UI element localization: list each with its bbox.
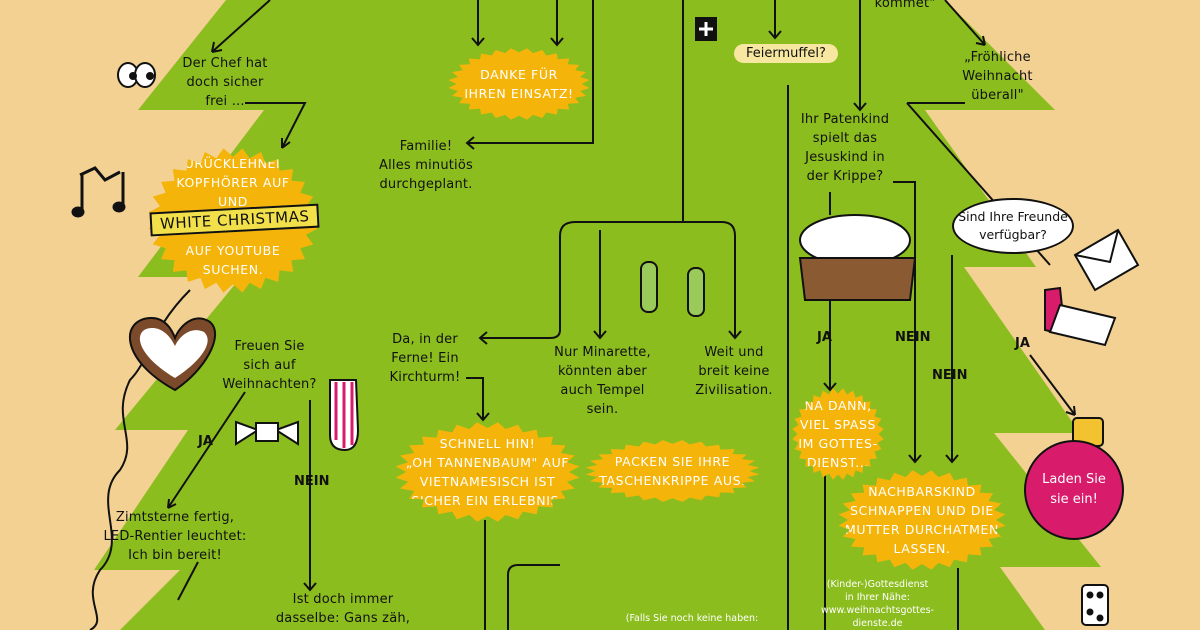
kirchturm-text: Da, in der Ferne! Ein Kirchturm! (389, 332, 461, 385)
dice-icon (1081, 584, 1109, 626)
chef-question: Der Chef hat doch sicher frei ... (182, 56, 268, 109)
packen-burst: Packen Sie Ihre Taschenkrippe aus. (585, 440, 760, 502)
danke-burst: Danke für Ihren Einsatz! (448, 48, 590, 120)
zurueck-top-text: Zurücklehnen, Kopfhörer auf und (175, 156, 291, 209)
eyes-icon (117, 62, 156, 88)
laptop-icon (1044, 286, 1117, 347)
familie-text: Familie! Alles minutiös durchgeplant. (378, 139, 473, 192)
dasselbe-text: Ist doch immer dasselbe: Gans zäh, (275, 592, 411, 626)
na-dann-burst: Na dann, viel Spass im Gottes- dienst... (792, 388, 884, 480)
nein-label-2: NEIN (895, 330, 931, 345)
freunde-speech-bubble: Sind Ihre Freunde verfügbar? (952, 198, 1074, 254)
feiermuffel-label: Feiermuffel? (734, 44, 838, 63)
minarette-text: Nur Minarette, könnten aber auch Tempel … (554, 345, 651, 417)
cactus-icon (640, 261, 705, 317)
schnell-burst: Schnell hin! „Oh Tannenbaum" auf Vietnam… (395, 422, 580, 522)
nein-label-1: NEIN (294, 474, 330, 489)
plus-icon (695, 17, 717, 41)
nachbarskind-burst: Nachbarskind schnappen und die Mutter du… (838, 470, 1006, 570)
freuen-question: Freuen Sie sich auf Weihnachten? (222, 339, 317, 392)
music-note-icon (71, 166, 126, 218)
ja-label-2: JA (817, 330, 832, 345)
flow-lines (89, 0, 1076, 630)
kommet-text: kommet" (874, 0, 936, 11)
crib-icon (798, 214, 917, 301)
envelope-icon (1073, 228, 1140, 292)
gottesdienst-info: (Kinder-)Gottesdienst in Ihrer Nähe: www… (820, 579, 934, 629)
bow-icon (235, 420, 299, 446)
falls-text: (Falls Sie noch keine haben: (625, 613, 759, 624)
ja-label-3: JA (1015, 336, 1030, 351)
ornament-ball: Laden Sie sie ein! (1024, 440, 1124, 540)
zurueck-bottom-text: auf YouTube suchen. (185, 243, 281, 277)
zivilisation-text: Weit und breit keine Zivilisation. (695, 345, 773, 398)
zimtsterne-text: Zimtsterne fertig, LED-Rentier leuchtet:… (103, 510, 247, 563)
sock-icon (329, 379, 360, 452)
patenkind-question: Ihr Patenkind spielt das Jesuskind in de… (800, 112, 890, 184)
heart-cookie-icon (128, 316, 216, 392)
ja-label-1: JA (198, 434, 213, 449)
froehliche-text: „Fröhliche Weihnacht überall" (962, 50, 1033, 103)
nein-label-3: NEIN (932, 368, 968, 383)
